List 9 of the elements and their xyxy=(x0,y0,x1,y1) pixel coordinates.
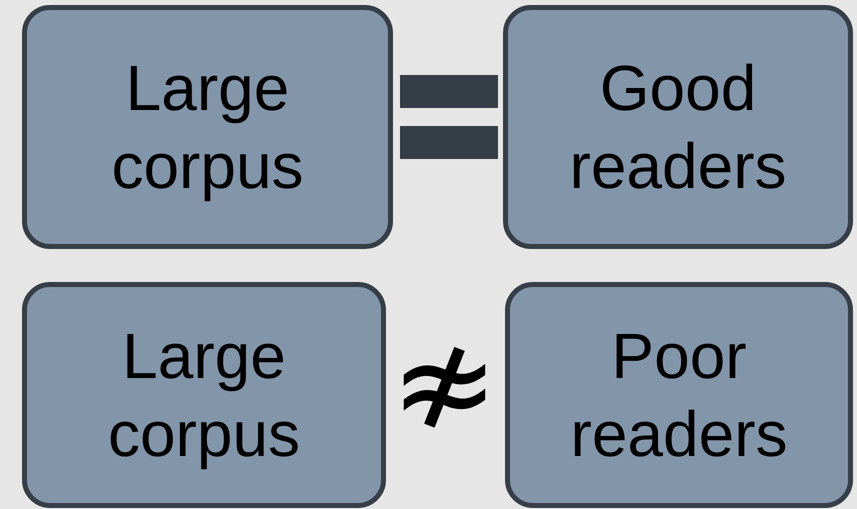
box-text: Large corpus xyxy=(110,50,305,204)
box-text: Poor readers xyxy=(570,318,788,472)
text-box xyxy=(505,282,853,508)
box-text: Good readers xyxy=(568,50,788,204)
text-box xyxy=(22,5,393,249)
text-box xyxy=(503,5,853,249)
text-box xyxy=(22,282,386,508)
not-approx-equal-sign: ≉ xyxy=(390,318,499,448)
box-text: Large corpus xyxy=(106,318,302,472)
